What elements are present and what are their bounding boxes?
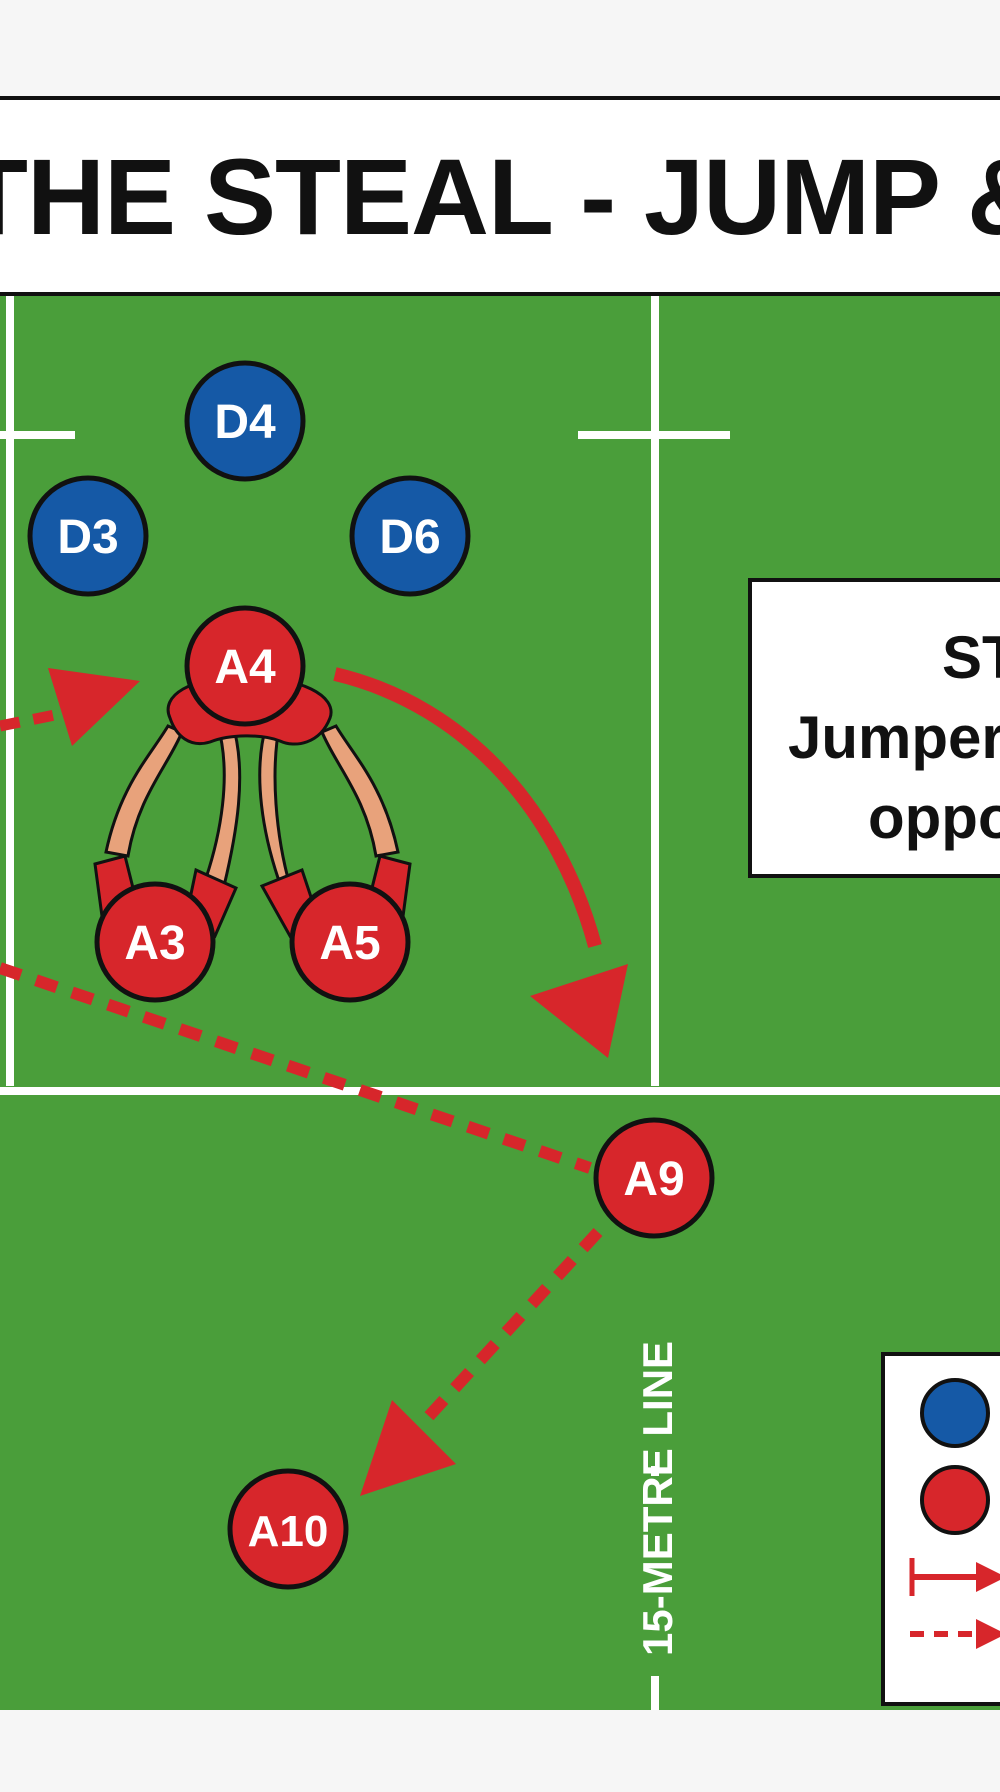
movement-arrows: [0, 667, 628, 1496]
player-d6: D6: [349, 475, 471, 597]
callout-line-2: Jumper: [788, 704, 1000, 771]
pitch-diagram: 15-METRE LINE ST Jumper oppo: [0, 296, 1000, 1710]
player-label: A10: [248, 1507, 329, 1556]
callout-line-1: ST: [942, 624, 1000, 691]
field-lines: [0, 296, 1000, 1710]
lineout-to-scrumhalf-pass: [0, 962, 592, 1174]
player-marker: [27, 475, 149, 597]
player-label: A3: [124, 917, 185, 970]
title-bar: THE STEAL - JUMP &: [0, 96, 1000, 296]
player-label: A5: [319, 917, 380, 970]
player-marker: [593, 1117, 715, 1239]
jumper-run-arrow: [333, 667, 602, 948]
diagram-title: THE STEAL - JUMP &: [0, 136, 1000, 257]
player-a10: A10: [227, 1468, 349, 1590]
player-d4: D4: [184, 360, 306, 482]
scrumhalf-to-flyhalf-pass: [415, 1227, 603, 1431]
throw-in-pass-arrowhead: [48, 668, 140, 746]
legend-attacker-symbol: [920, 1465, 990, 1535]
player-marker: [184, 360, 306, 482]
player-marker: [94, 881, 216, 1003]
player-marker: [227, 1468, 349, 1590]
pitch-surface: [0, 296, 1000, 1710]
legend-defender-symbol: [920, 1378, 990, 1448]
player-a9: A9: [593, 1117, 715, 1239]
player-label: D6: [379, 511, 440, 564]
a5-outer-arm: [320, 724, 400, 858]
callout-line-3: oppo: [868, 784, 1000, 851]
player-marker: [184, 605, 306, 727]
player-a4: A4: [184, 605, 306, 727]
player-d3: D3: [27, 475, 149, 597]
player-label: A4: [214, 641, 276, 694]
player-label: A9: [623, 1153, 684, 1206]
callout-frame: [748, 578, 1000, 878]
player-a5: A5: [289, 881, 411, 1003]
player-marker: [289, 881, 411, 1003]
callout-box: ST Jumper oppo: [748, 578, 1000, 878]
bottom-margin: [0, 1710, 1000, 1792]
fifteen-metre-line-label: 15-METRE LINE: [634, 1341, 681, 1656]
player-label: D3: [57, 511, 118, 564]
player-marker: [349, 475, 471, 597]
scrumhalf-to-flyhalf-arrowhead: [360, 1400, 456, 1496]
player-a3: A3: [94, 881, 216, 1003]
legend: [881, 1352, 1000, 1706]
player-label: D4: [214, 396, 276, 449]
jumper-run-arrowhead: [530, 964, 628, 1058]
